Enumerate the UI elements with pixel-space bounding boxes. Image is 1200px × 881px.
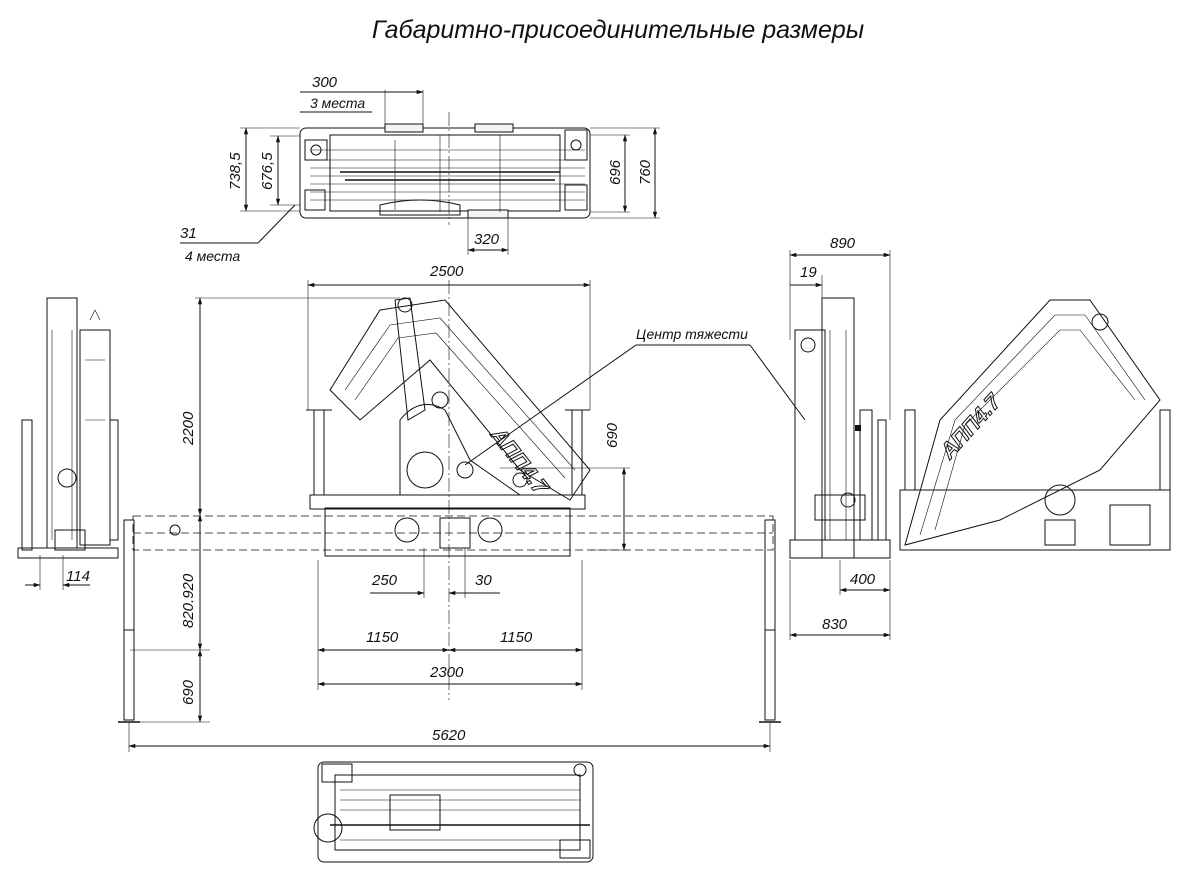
front-dim-250: 250 [371, 572, 398, 589]
right-dim-400: 400 [850, 571, 876, 588]
front-dim-2300: 2300 [429, 664, 464, 681]
top-dim-300: 300 [312, 74, 338, 91]
top-dim-676-5: 676,5 [259, 152, 276, 190]
top-label-3-places: 3 места [310, 95, 365, 111]
front-label-center-of-gravity: Центр тяжести [636, 326, 748, 342]
front-dim-1150-left: 1150 [366, 629, 399, 646]
right-dim-890: 890 [830, 235, 856, 252]
bottom-view-crane-outline [313, 761, 594, 863]
top-view: 300 3 места 738,5 676,5 696 760 31 4 мес… [180, 74, 660, 264]
outrigger-extension [118, 515, 781, 723]
top-dim-31: 31 [180, 225, 197, 242]
top-view-crane-outline [299, 123, 591, 219]
right-dim-19: 19 [800, 264, 817, 281]
top-dim-696: 696 [607, 159, 624, 185]
drawing-title: Габаритно-присоединительные размеры [372, 16, 864, 44]
front-view: АПП4.7 2500 2200 820.920 690 [118, 263, 781, 752]
front-dim-2200: 2200 [180, 411, 197, 446]
top-label-4-places: 4 места [185, 248, 240, 264]
left-side-view: 114 [17, 297, 119, 590]
right-dim-830: 830 [822, 616, 848, 633]
bottom-view [313, 761, 594, 863]
rear-view: АПП4.7 [899, 299, 1171, 551]
left-view-crane-outline [17, 297, 119, 559]
right-side-view: 890 19 400 830 [749, 235, 891, 640]
front-view-crane-outline: АПП4.7 [306, 297, 591, 557]
front-dim-2500: 2500 [429, 263, 464, 280]
front-dim-5620: 5620 [432, 727, 466, 744]
right-view-crane-outline [789, 297, 891, 559]
front-dim-1150-right: 1150 [500, 629, 533, 646]
front-dim-690-upper: 690 [604, 422, 621, 448]
top-dim-738-5: 738,5 [227, 152, 244, 190]
rear-view-crane-outline: АПП4.7 [899, 299, 1171, 551]
crane-model-mark: АПП4.7 [485, 422, 554, 501]
top-dim-320: 320 [474, 231, 500, 248]
left-dim-114: 114 [66, 568, 90, 585]
front-dim-690-lower: 690 [180, 679, 197, 705]
top-dim-760: 760 [637, 159, 654, 185]
front-dim-30: 30 [475, 572, 492, 589]
rear-model-mark: АПП4.7 [934, 388, 1006, 464]
front-dim-820-920: 820.920 [180, 573, 197, 628]
